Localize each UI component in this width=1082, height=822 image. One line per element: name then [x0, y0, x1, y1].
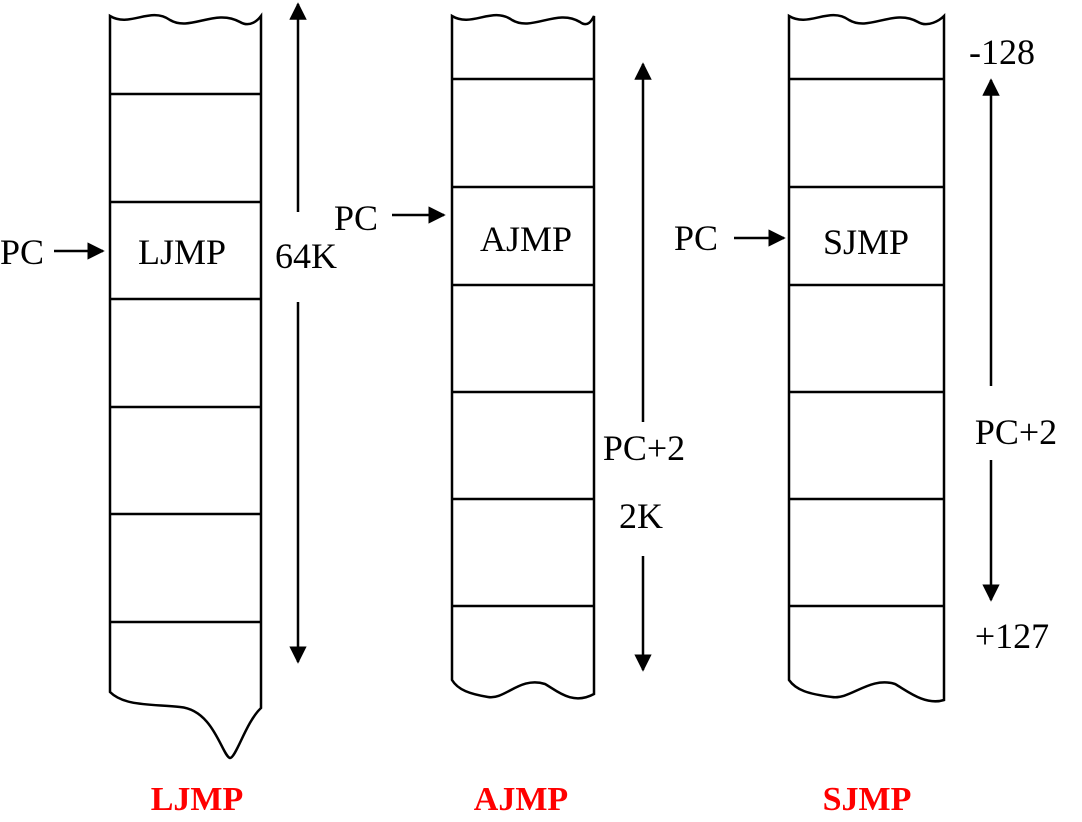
- ljmp-instruction-label: LJMP: [138, 232, 226, 272]
- sjmp-column-outline: [787, 12, 946, 703]
- sjmp-pc-label: PC: [674, 218, 718, 258]
- ajmp-range-label: 2K: [619, 496, 663, 536]
- ljmp-pc-label: PC: [0, 232, 44, 272]
- ljmp-range-label: 64K: [275, 236, 337, 276]
- ajmp-caption: AJMP: [474, 781, 568, 818]
- ljmp-column-outline: [108, 12, 263, 760]
- ajmp-pc-label: PC: [334, 198, 378, 238]
- ljmp-memory-column: [108, 12, 263, 760]
- sjmp-instruction-label: SJMP: [823, 222, 909, 262]
- ajmp-column-outline: [450, 13, 596, 700]
- ajmp-center-label: PC+2: [603, 428, 685, 468]
- ajmp-instruction-label: AJMP: [480, 219, 572, 259]
- ljmp-caption: LJMP: [151, 781, 244, 818]
- sjmp-caption: SJMP: [823, 781, 912, 818]
- sjmp-center-label: PC+2: [975, 412, 1057, 452]
- sjmp-bottom-label: +127: [975, 616, 1049, 656]
- ajmp-memory-column: [450, 13, 596, 700]
- sjmp-top-label: -128: [969, 32, 1035, 72]
- sjmp-memory-column: [787, 12, 946, 703]
